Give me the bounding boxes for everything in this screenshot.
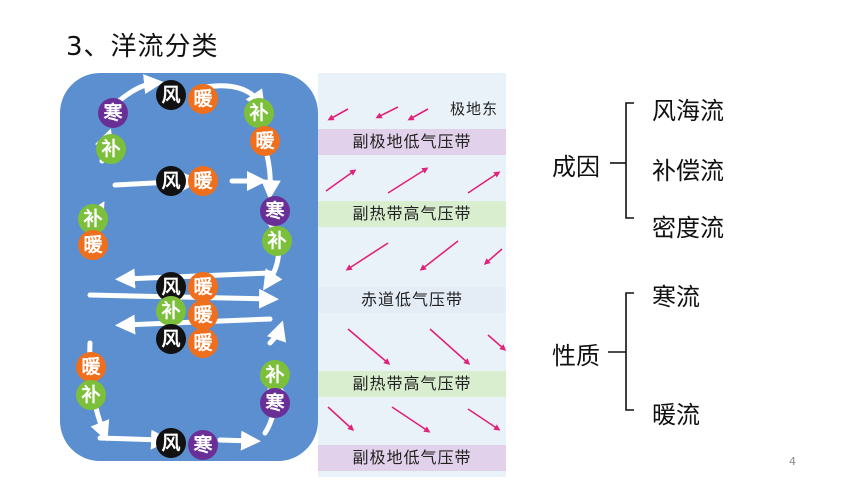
wind-arrow [407,108,429,121]
current-arrow [267,320,287,346]
bracket-cause [625,102,634,219]
current-arrow [217,430,261,451]
wind-arrow [347,328,391,365]
item-wind-driven-current: 风海流 [652,97,724,125]
compensation-current-badge: 补 [78,204,108,234]
compensation-current-badge: 补 [244,98,274,128]
warm-current-badge: 暖 [188,328,218,358]
wind-arrow [487,334,506,351]
item-density-current: 密度流 [652,214,724,242]
compensation-current-badge: 补 [260,360,290,390]
compensation-current-badge: 补 [156,296,186,326]
wind-driven-badge: 风 [156,80,186,110]
pressure-belt-diagram: 极地东 副极地低气压带 副热带高气压带 赤道低气压带 副热带高气压带 副极地低气… [318,73,506,477]
item-cold-current: 寒流 [652,283,700,311]
compensation-current-badge: 补 [76,380,106,410]
wind-arrows [325,106,506,433]
warm-current-badge: 暖 [188,272,218,302]
belt-sub-tropical-high: 副热带高气压带 [318,371,506,397]
warm-current-badge: 暖 [250,126,280,156]
belt-label-polar-easterlies: 极地东 [449,100,498,118]
belt-sub-polar-low: 副极地低气压带 [318,129,506,155]
wind-arrow [467,171,501,194]
wind-arrow [327,406,355,431]
group-label-cause: 成因 [552,153,600,181]
wind-driven-badge: 风 [156,166,186,196]
wind-arrow [483,248,503,265]
slide-title: 3、洋流分类 [66,32,219,62]
cold-current-badge: 寒 [98,98,128,128]
wind-driven-badge: 风 [156,324,186,354]
wind-arrow [327,108,349,121]
wind-arrow [391,406,431,433]
warm-current-badge: 暖 [188,166,218,196]
warm-current-badge: 暖 [188,84,218,114]
wind-arrow [325,169,357,192]
item-warm-current: 暖流 [652,401,700,429]
wind-arrow [387,167,429,194]
wind-arrow [467,408,501,431]
wind-arrow [419,240,459,271]
wind-arrow [375,106,399,119]
bracket-nature [625,292,634,411]
cold-current-badge: 寒 [188,430,218,460]
cold-current-badge: 寒 [260,196,290,226]
cold-current-badge: 寒 [260,388,290,418]
group-label-nature: 性质 [552,342,600,370]
current-arrow [97,429,171,450]
compensation-current-badge: 补 [96,134,126,164]
compensation-current-badge: 补 [262,226,292,256]
belt-sub-tropical-high: 副热带高气压带 [318,201,506,227]
page-number: 4 [789,455,796,468]
wind-arrow [345,242,389,271]
wind-arrow [429,328,471,365]
belt-equatorial-low: 赤道低气压带 [318,287,506,313]
warm-current-badge: 暖 [188,300,218,330]
item-compensation-current: 补偿流 [652,157,724,185]
wind-driven-badge: 风 [156,428,186,458]
warm-current-badge: 暖 [76,352,106,382]
belt-sub-polar-low: 副极地低气压带 [318,445,506,471]
warm-current-badge: 暖 [78,230,108,260]
